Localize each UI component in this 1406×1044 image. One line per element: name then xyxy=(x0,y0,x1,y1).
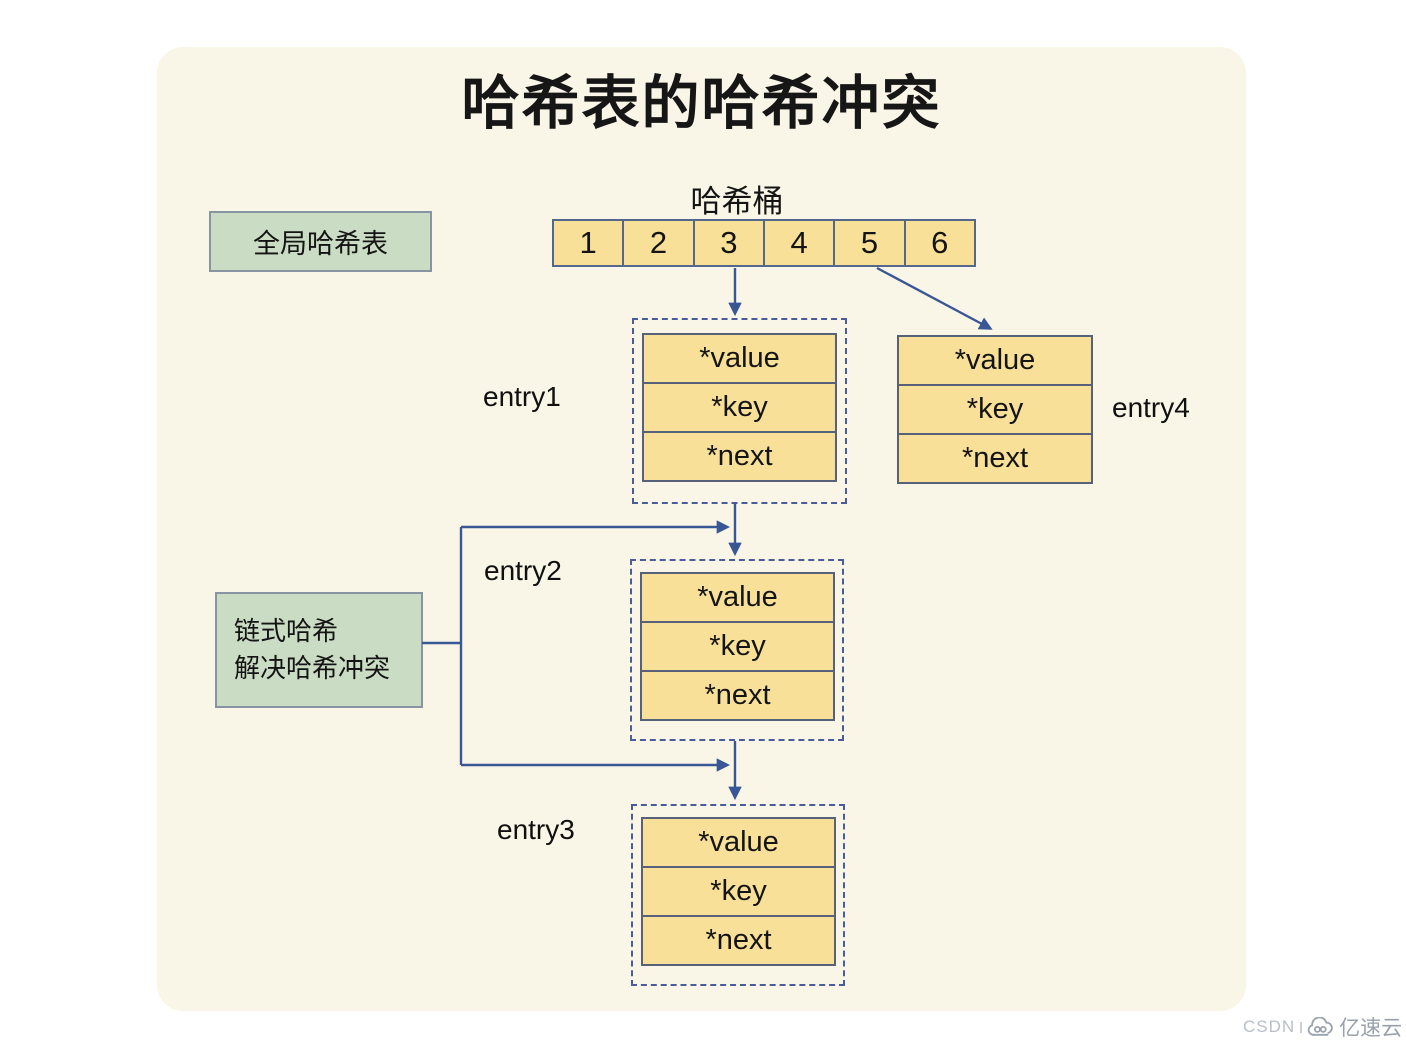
bucket-cell-6: 6 xyxy=(903,221,974,265)
entry4-value-cell: *value xyxy=(897,335,1093,386)
entry3-next-cell: *next xyxy=(641,915,836,966)
chain-hash-line2: 解决哈希冲突 xyxy=(234,653,391,683)
hash-bucket-label: 哈希桶 xyxy=(690,184,784,219)
yisu-cloud-watermark-text: 亿速云 xyxy=(1339,1017,1403,1040)
hash-bucket-row: 1 2 3 4 5 6 xyxy=(552,219,976,267)
entry3-key-cell: *key xyxy=(641,866,836,917)
entry2-key-cell: *key xyxy=(640,621,835,672)
entry3-dashed-container xyxy=(631,804,845,986)
bucket-cell-2: 2 xyxy=(622,221,692,265)
bucket-cell-1: 1 xyxy=(579,225,597,260)
bucket-cell-5: 5 xyxy=(833,221,903,265)
bucket-cell-3: 3 xyxy=(692,221,763,265)
entry1-dashed-container xyxy=(632,318,847,504)
entry2-dashed-container xyxy=(630,559,844,741)
entry3-node: *value *key *next xyxy=(641,817,836,966)
entry4-next-cell: *next xyxy=(897,433,1093,484)
entry2-next-cell: *next xyxy=(640,670,835,721)
entry1-next-cell: *next xyxy=(642,431,837,482)
cloud-icon xyxy=(1307,1016,1333,1036)
entry1-value-cell: *value xyxy=(642,333,837,384)
watermark-separator xyxy=(1300,1021,1303,1033)
entry1-node: *value *key *next xyxy=(642,333,837,482)
bucket-cell-4: 4 xyxy=(762,221,833,265)
entry2-label: entry2 xyxy=(484,555,562,586)
entry4-label: entry4 xyxy=(1112,392,1190,423)
csdn-watermark-text: CSDN xyxy=(1243,1017,1296,1036)
page-title: 哈希表的哈希冲突 xyxy=(461,71,942,136)
chain-hash-line1: 链式哈希 xyxy=(234,616,339,646)
entry3-label: entry3 xyxy=(497,814,575,845)
entry2-value-cell: *value xyxy=(640,572,835,623)
watermark: CSDN 亿速云 xyxy=(1243,1013,1402,1041)
entry4-key-cell: *key xyxy=(897,384,1093,435)
chain-hash-box: 链式哈希 解决哈希冲突 xyxy=(215,592,423,708)
entry1-label: entry1 xyxy=(483,381,561,412)
global-hash-table-box: 全局哈希表 xyxy=(209,211,432,272)
entry4-node: *value *key *next xyxy=(897,335,1093,484)
entry1-key-cell: *key xyxy=(642,382,837,433)
entry2-node: *value *key *next xyxy=(640,572,835,721)
entry3-value-cell: *value xyxy=(641,817,836,868)
